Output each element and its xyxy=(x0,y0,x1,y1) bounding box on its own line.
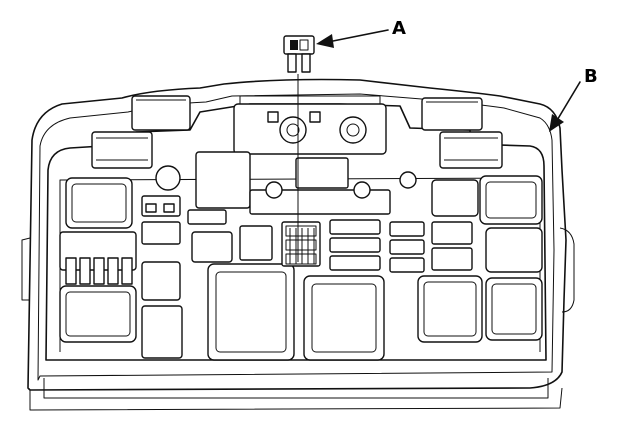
center-fuse-rows xyxy=(239,219,425,273)
callout-label-b: B xyxy=(584,66,598,87)
left-small-fuses xyxy=(141,195,233,359)
left-relay-column xyxy=(59,177,137,343)
right-relay-column xyxy=(417,175,543,343)
top-relay-right xyxy=(421,97,483,131)
top-relay-right-2 xyxy=(439,131,503,169)
callout-a-arrow xyxy=(316,29,389,48)
callout-b-arrow xyxy=(549,81,581,132)
fuse-box-housing xyxy=(21,78,575,411)
top-relay-left xyxy=(131,95,191,131)
callout-label-a: A xyxy=(392,18,406,39)
center-middle-block xyxy=(155,151,417,215)
fuse-a xyxy=(283,35,315,73)
target-fuse-slot xyxy=(281,221,321,267)
center-right-relay xyxy=(303,275,385,361)
center-terminal-block xyxy=(233,95,387,155)
center-left-relay xyxy=(207,263,295,361)
top-relay-left-2 xyxy=(91,131,153,169)
